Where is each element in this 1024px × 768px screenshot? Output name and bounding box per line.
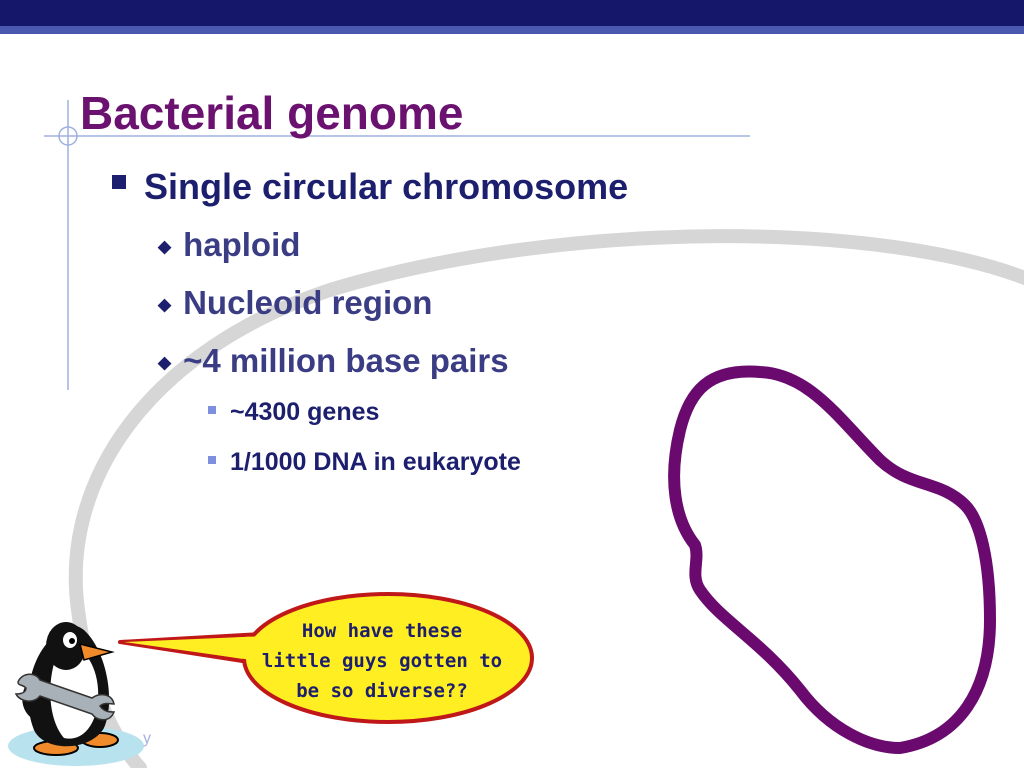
square-bullet-icon (112, 175, 126, 189)
callout-line: be so diverse?? (296, 680, 468, 702)
bullet-text: Single circular chromosome (144, 166, 629, 207)
bullet-text: ~4 million base pairs (183, 342, 509, 379)
bullet-level1: Single circular chromosome (112, 166, 628, 208)
bullet-text: ~4300 genes (230, 398, 380, 426)
chromosome-loop (668, 365, 996, 754)
square-bullet-icon (208, 456, 216, 464)
square-bullet-icon (208, 406, 216, 414)
bullet-text: 1/1000 DNA in eukaryote (230, 448, 521, 476)
bullet-level2: ◆ Nucleoid region (158, 284, 432, 322)
bullet-level3: ~4300 genes (208, 398, 379, 427)
top-header-bar (0, 0, 1024, 26)
callout-line: How have these (301, 620, 463, 642)
callout-line: little guys gotten to (261, 650, 503, 672)
diamond-bullet-icon: ◆ (158, 295, 172, 314)
slide-title: Bacterial genome (80, 87, 464, 139)
bullet-level2: ◆ ~4 million base pairs (158, 342, 509, 380)
diamond-bullet-icon: ◆ (158, 237, 172, 256)
bullet-level3: 1/1000 DNA in eukaryote (208, 448, 521, 477)
bullet-text: haploid (183, 226, 301, 263)
header-stripe (0, 26, 1024, 34)
callout-text: How have these little guys gotten to be … (252, 616, 512, 706)
footer-text: y (143, 730, 151, 747)
bullet-text: Nucleoid region (183, 284, 433, 321)
bullet-level2: ◆ haploid (158, 226, 300, 264)
wrench-icon (14, 673, 116, 721)
callout-bubble (118, 592, 534, 724)
guide-circle (58, 126, 78, 146)
diamond-bullet-icon: ◆ (158, 353, 172, 372)
